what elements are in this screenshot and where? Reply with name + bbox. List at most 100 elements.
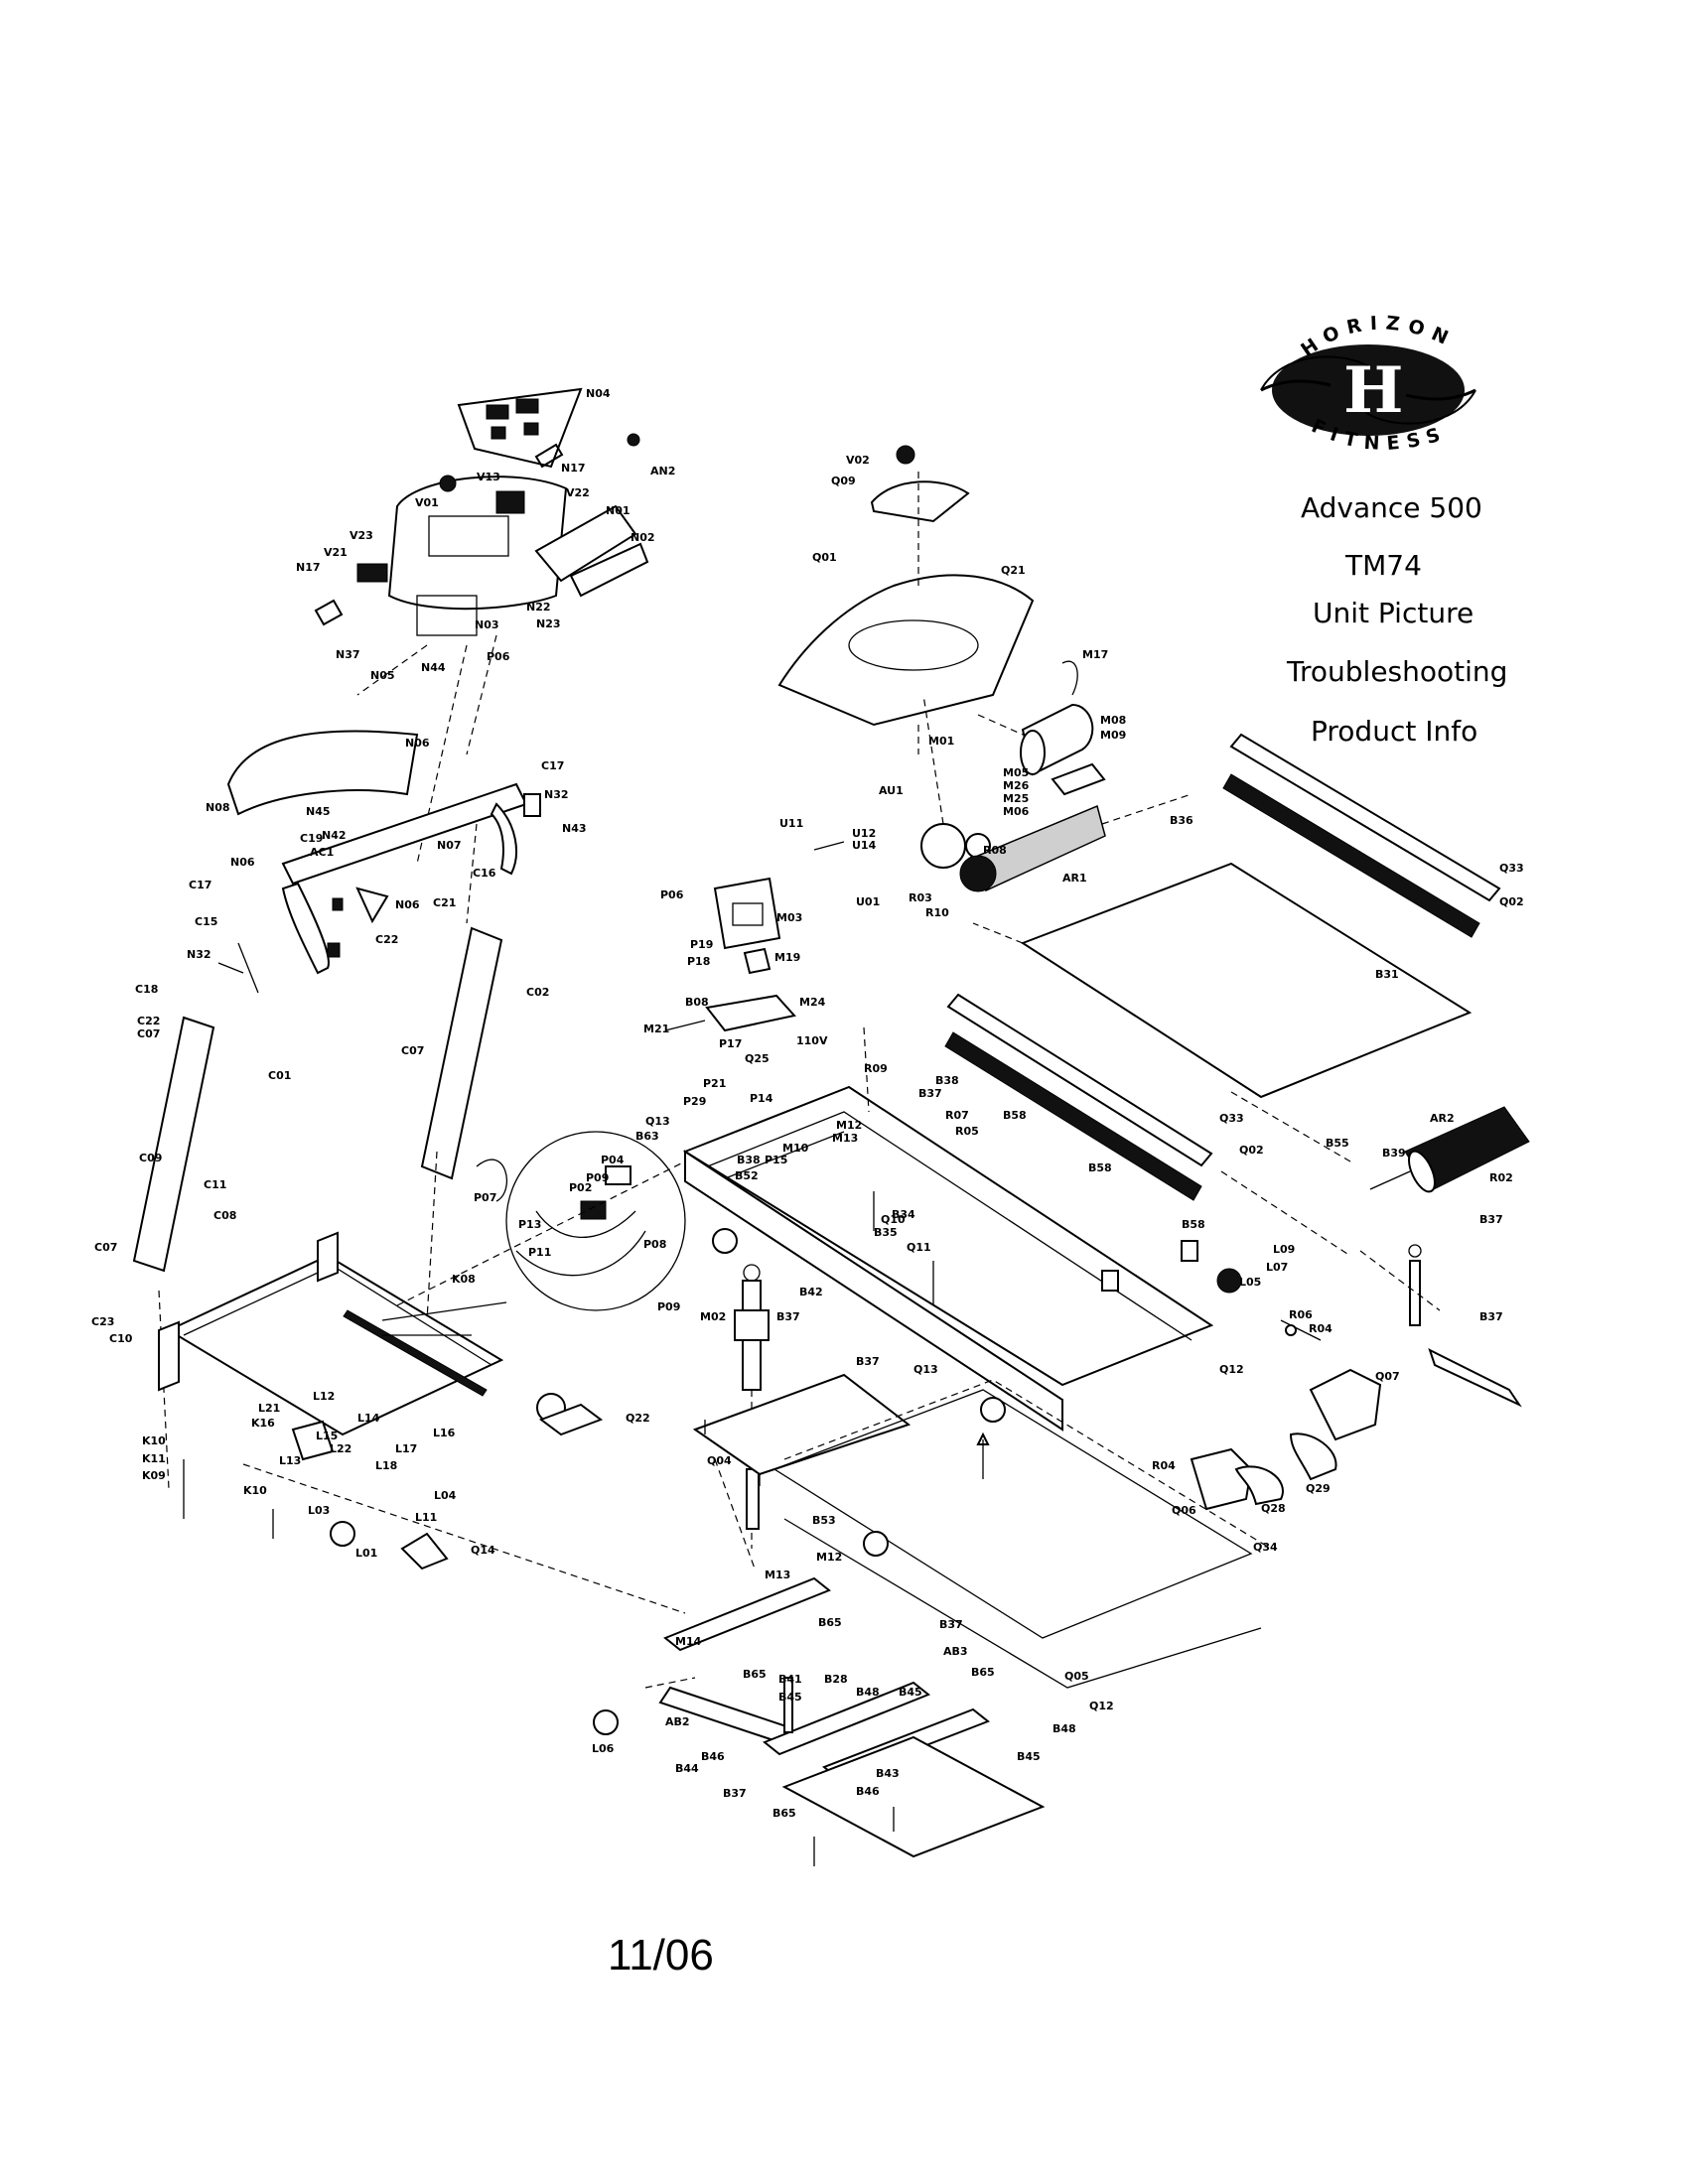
callout: M25 (1003, 792, 1029, 805)
callout: L07 (1266, 1261, 1288, 1274)
callout: Q06 (1172, 1504, 1196, 1517)
callout: P18 (687, 955, 710, 968)
callout: P07 (474, 1191, 496, 1204)
callout: N32 (187, 948, 211, 961)
callout: C23 (91, 1315, 114, 1328)
motor-pan (692, 1373, 912, 1486)
callout: C21 (433, 896, 456, 909)
callout: N03 (475, 618, 499, 631)
model-name: Advance 500 (1301, 491, 1482, 524)
product-info-link[interactable]: Product Info (1311, 715, 1478, 748)
callout: L22 (330, 1442, 351, 1455)
callout: P19 (690, 938, 713, 951)
callout: B43 (876, 1767, 900, 1780)
callout: B48 (1052, 1722, 1076, 1735)
callout: Q09 (831, 475, 856, 487)
callout: C07 (137, 1027, 160, 1040)
callout: N22 (526, 601, 551, 614)
callout: N17 (296, 561, 321, 574)
callout: B44 (675, 1762, 699, 1775)
callout: 110V (796, 1034, 828, 1047)
callout: B28 (824, 1673, 848, 1686)
callout: Q02 (1499, 895, 1524, 908)
callout: V13 (477, 471, 500, 483)
callout: N43 (562, 822, 587, 835)
callout: Q12 (1219, 1363, 1244, 1376)
callout: M09 (1100, 729, 1126, 742)
callout: AR2 (1430, 1112, 1455, 1125)
callout: L09 (1273, 1243, 1295, 1256)
callout: L04 (434, 1489, 457, 1502)
callout: Q10 (881, 1213, 906, 1226)
callout: N06 (395, 898, 420, 911)
callout: B37 (723, 1787, 747, 1800)
console-assembly (314, 387, 649, 865)
callout: B52 (735, 1169, 759, 1182)
callout: B08 (685, 996, 709, 1009)
callout: P09 (586, 1171, 609, 1184)
callout: B36 (1170, 814, 1193, 827)
callout: P17 (719, 1037, 742, 1050)
callout: N45 (306, 805, 331, 818)
callout: R02 (1489, 1171, 1513, 1184)
callout: P06 (660, 888, 684, 901)
callout: Q33 (1499, 862, 1524, 875)
callout: N05 (370, 669, 395, 682)
callout: N06 (405, 737, 430, 750)
callout: Q25 (745, 1052, 770, 1065)
main-frame (682, 1085, 1322, 1432)
callout: L15 (316, 1430, 338, 1442)
callout: B37 (776, 1310, 800, 1323)
callout: M17 (1082, 648, 1108, 661)
callout: P02 (569, 1181, 592, 1194)
drive-motor (813, 660, 1193, 892)
callout: C22 (137, 1015, 160, 1027)
callout: B48 (856, 1686, 880, 1699)
callout: U12 (852, 827, 876, 840)
callout: L16 (433, 1427, 456, 1439)
callout: N44 (421, 661, 446, 674)
callout: M21 (643, 1023, 669, 1035)
callout: B37 (856, 1355, 880, 1368)
callout: C10 (109, 1332, 133, 1345)
callout: B35 (874, 1226, 898, 1239)
callout: P08 (643, 1238, 666, 1251)
callout: N32 (544, 788, 569, 801)
callout: L11 (415, 1511, 437, 1524)
callout: Q13 (913, 1363, 938, 1376)
callout: B37 (918, 1087, 942, 1100)
callout: M13 (765, 1569, 790, 1581)
motor-hood (777, 445, 1035, 754)
callout: N01 (606, 504, 631, 517)
callout: C08 (213, 1209, 236, 1222)
callout: P14 (750, 1092, 773, 1105)
callout: B34 (892, 1208, 915, 1221)
wiring-detail-circle (476, 1131, 686, 1311)
callout: Q05 (1064, 1670, 1089, 1683)
callout: Q02 (1239, 1144, 1264, 1157)
callout: R03 (909, 891, 932, 904)
running-deck (972, 862, 1473, 1162)
part-callouts: N04 N17 AN2 V01 V13 V22 N01 N02 V23 V21 … (91, 387, 1524, 1820)
troubleshooting-link[interactable]: Troubleshooting (1287, 655, 1508, 688)
callout: L06 (592, 1742, 615, 1755)
callout: C17 (189, 879, 211, 891)
callout: B42 (799, 1286, 823, 1298)
callout: Q33 (1219, 1112, 1244, 1125)
callout: M08 (1100, 714, 1126, 727)
callout: N23 (536, 617, 561, 630)
callout: B38 (737, 1154, 761, 1166)
callout: B63 (635, 1130, 659, 1143)
callout: B58 (1088, 1161, 1112, 1174)
callout: M02 (700, 1310, 726, 1323)
callout: B65 (743, 1668, 767, 1681)
callout: B31 (1375, 968, 1399, 981)
callout: N42 (322, 829, 347, 842)
callout: R07 (945, 1109, 969, 1122)
callout: R10 (925, 906, 949, 919)
unit-picture-link[interactable]: Unit Picture (1313, 597, 1474, 629)
assembly-guides (242, 1026, 1441, 1614)
callout: P15 (765, 1154, 787, 1166)
callout: AB3 (943, 1645, 968, 1658)
